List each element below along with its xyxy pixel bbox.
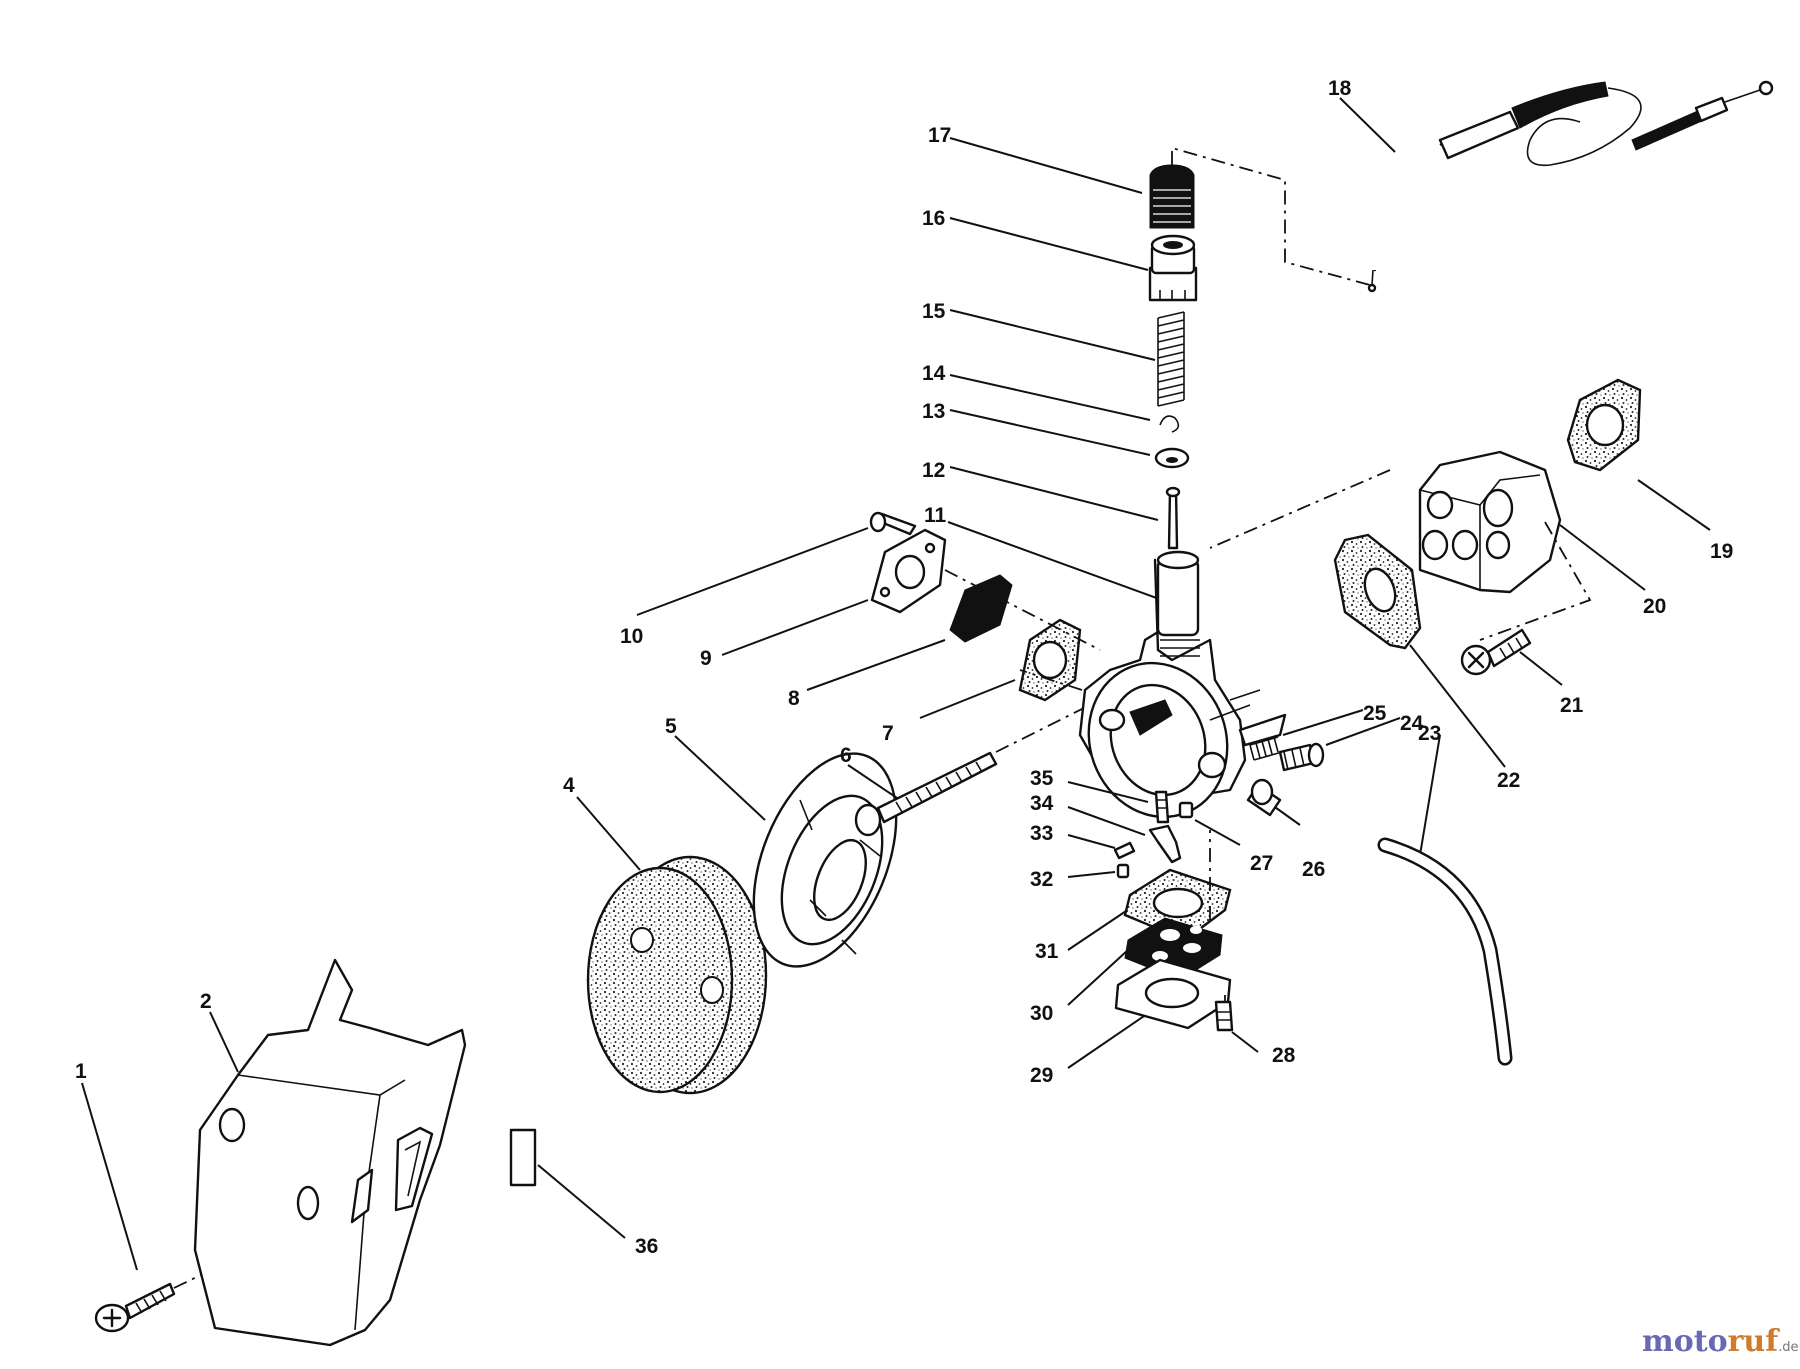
label-6: 6: [840, 744, 852, 767]
part-32-screw: [1067, 863, 1130, 879]
part-31-gasket: [1067, 868, 1232, 951]
label-34: 34: [1030, 792, 1054, 815]
label-27: 27: [1250, 852, 1273, 875]
label-9: 9: [700, 647, 712, 670]
label-17: 17: [928, 124, 951, 147]
watermark-part2: ruf: [1728, 1324, 1781, 1359]
label-29: 29: [1030, 1064, 1053, 1087]
part-labels: 1 2 4 5 6 7 8 9 10 11 12 13 14 15 16 17 …: [75, 77, 1733, 1258]
label-36: 36: [635, 1235, 658, 1258]
label-31: 31: [1035, 940, 1059, 963]
label-35: 35: [1030, 767, 1054, 790]
label-13: 13: [922, 400, 945, 423]
label-1: 1: [75, 1060, 87, 1083]
label-25: 25: [1363, 702, 1387, 725]
part-13-clip: [949, 409, 1190, 469]
label-20: 20: [1643, 595, 1666, 618]
label-18: 18: [1328, 77, 1352, 100]
label-7: 7: [882, 722, 894, 745]
part-12-needle: [949, 466, 1181, 550]
part-8-diaphragm: [806, 574, 1013, 691]
label-4: 4: [563, 774, 575, 797]
label-8: 8: [788, 687, 800, 710]
part-29-cover: [1067, 958, 1232, 1069]
label-28: 28: [1272, 1044, 1296, 1067]
label-19: 19: [1710, 540, 1733, 563]
watermark: motoruf.de: [1642, 1324, 1799, 1359]
part-26-fitting: [1246, 778, 1301, 826]
part-33-pin: [1067, 834, 1136, 860]
part-10-screw: [636, 511, 917, 616]
part-36-decal: [509, 1128, 626, 1239]
label-2: 2: [200, 990, 212, 1013]
part-21-screw: [1460, 628, 1563, 686]
label-10: 10: [620, 625, 643, 648]
part-25-spring: [1249, 709, 1364, 761]
part-18-throttle-cable: [1339, 80, 1774, 293]
part-14-retainer: [949, 374, 1180, 433]
label-22: 22: [1497, 769, 1520, 792]
part-27-plug: [1178, 801, 1241, 846]
label-11: 11: [924, 504, 947, 527]
part-6-long-screw: [847, 704, 1091, 837]
part-24-screw: [1278, 717, 1401, 772]
watermark-suffix: .de: [1778, 1340, 1798, 1355]
label-33: 33: [1030, 822, 1053, 845]
label-24: 24: [1400, 712, 1424, 735]
label-32: 32: [1030, 868, 1053, 891]
label-12: 12: [922, 459, 945, 482]
part-15-spring: [949, 309, 1185, 407]
watermark-part1: moto: [1642, 1324, 1728, 1359]
part-23-fuel-line: [1377, 734, 1513, 1066]
label-5: 5: [665, 715, 677, 738]
part-35-needle-valve: [1067, 781, 1170, 824]
label-21: 21: [1560, 694, 1584, 717]
part-4-filter-element: [576, 796, 768, 1095]
label-16: 16: [922, 207, 945, 230]
label-14: 14: [922, 362, 946, 385]
part-16-cap-nut: [949, 217, 1198, 302]
part-28-screw: [1214, 1000, 1259, 1053]
part-34-lever: [1067, 806, 1182, 864]
label-23: 23: [1418, 722, 1441, 745]
part-2-air-filter-cover: [193, 958, 467, 1347]
part-7-gasket: [919, 618, 1082, 719]
part-17-rubber-boot: [949, 137, 1371, 286]
part-9-pump-cover: [721, 528, 1101, 656]
label-15: 15: [922, 300, 946, 323]
part-22-gasket: [1333, 533, 1506, 768]
svg-text:motoruf.de: motoruf.de: [1642, 1324, 1799, 1359]
part-19-gasket: [1566, 378, 1711, 531]
part-20-adapter-block: [1209, 450, 1646, 641]
label-26: 26: [1302, 858, 1325, 881]
label-30: 30: [1030, 1002, 1053, 1025]
part-30-diaphragm: [1067, 917, 1223, 1006]
part-11-carburetor-body: [947, 521, 1287, 819]
